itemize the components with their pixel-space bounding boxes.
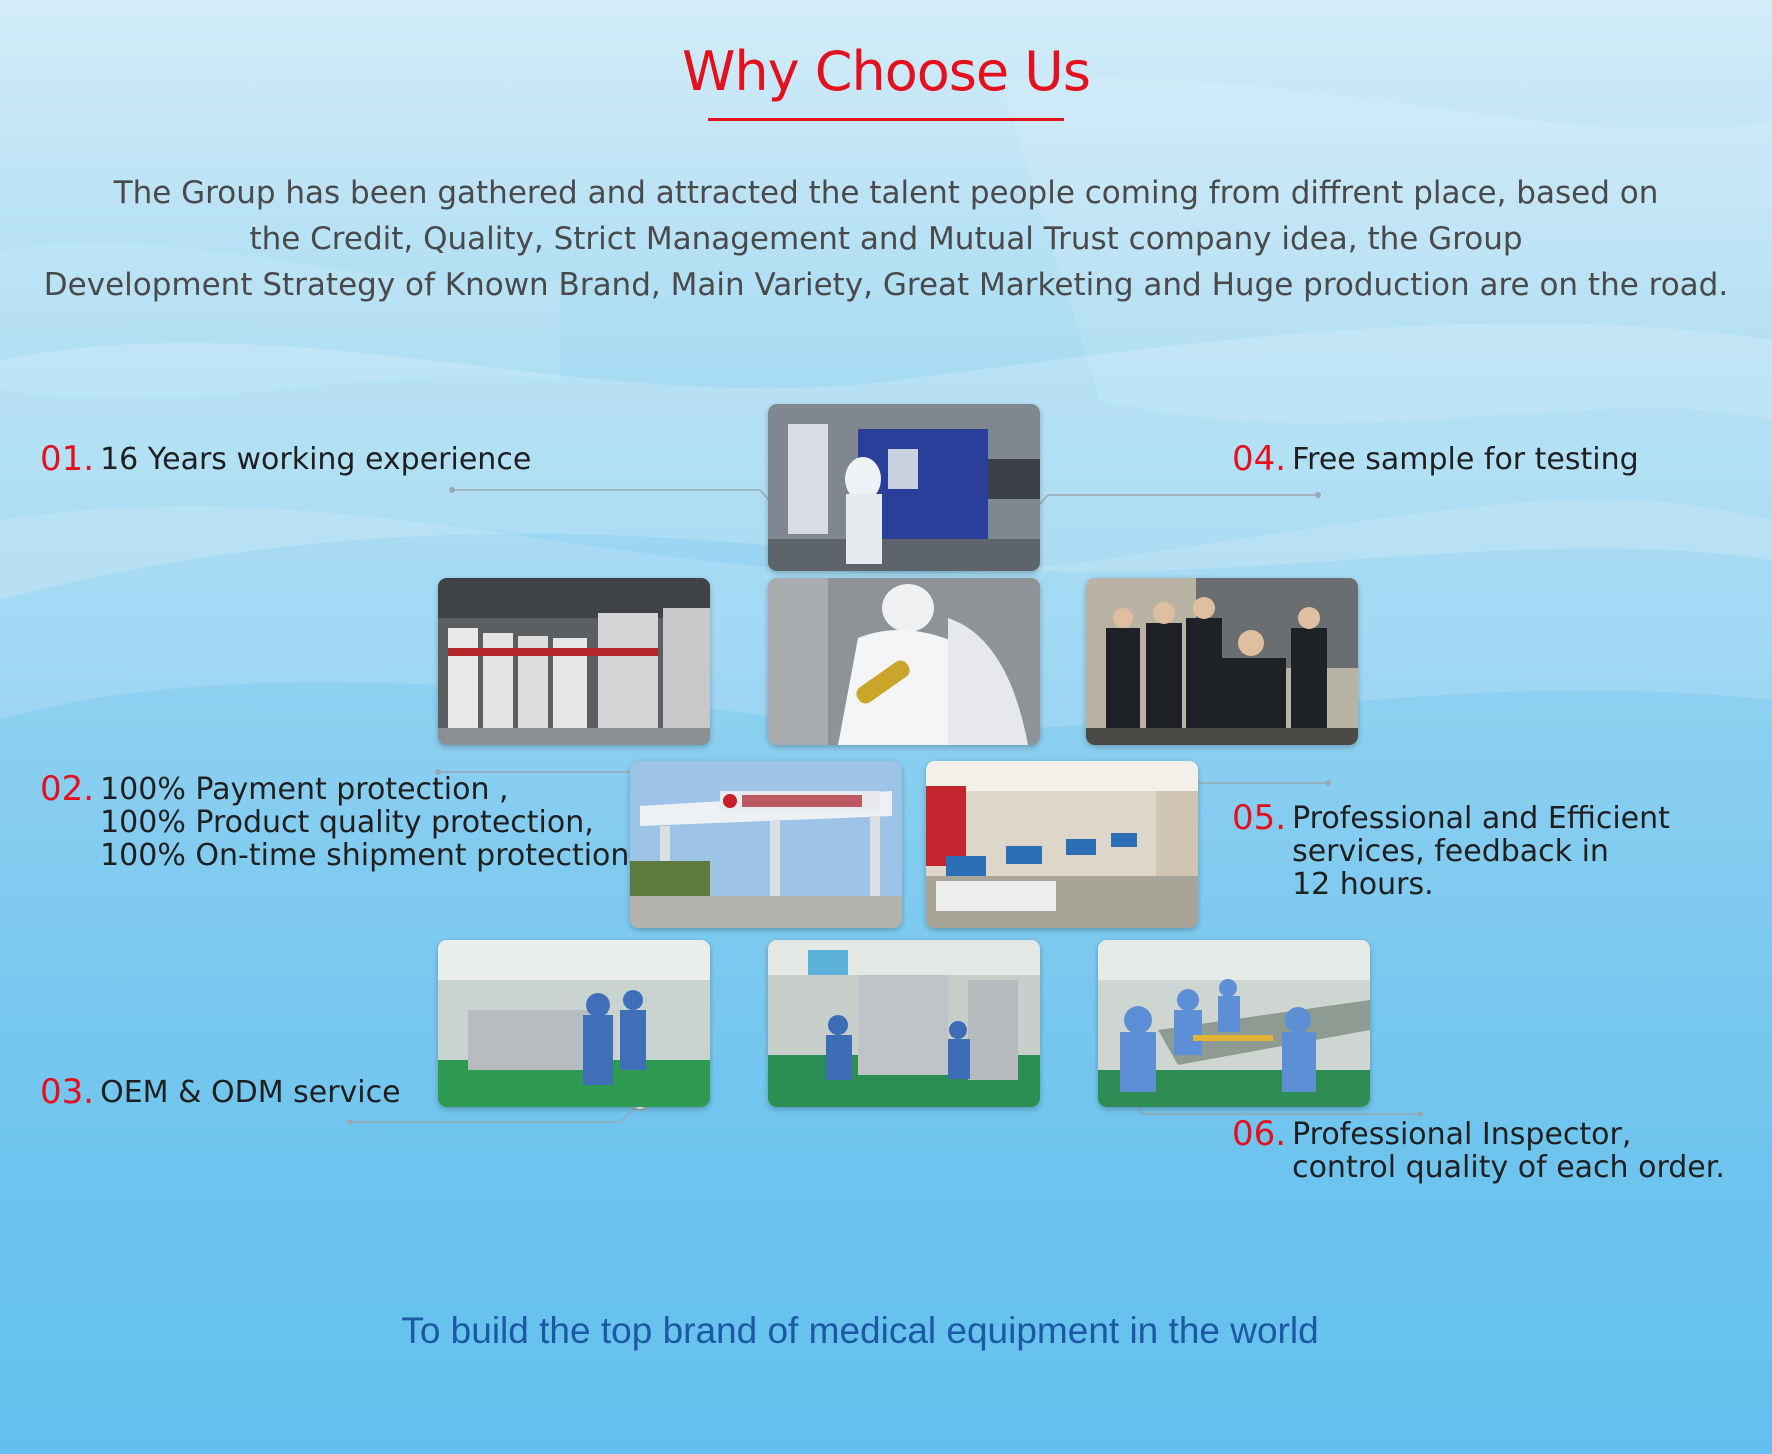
intro-line: Development Strategy of Known Brand, Mai… — [43, 267, 1729, 303]
feature-text: Professional and Efficient — [1292, 801, 1670, 836]
feature-04: 04.Free sample for testing — [1232, 442, 1639, 477]
feature-number: 01. — [40, 439, 95, 479]
feature-text: 100% On-time shipment protection — [100, 838, 630, 873]
feature-text: 100% Product quality protection, — [100, 805, 594, 840]
page-title: Why Choose Us — [682, 40, 1091, 103]
feature-text: services, feedback in — [1292, 834, 1609, 869]
feature-text: 12 hours. — [1292, 867, 1434, 902]
injection-molding-machine-photo — [768, 404, 1040, 571]
office-workspace-photo — [926, 761, 1198, 928]
slogan: To build the top brand of medical equipm… — [401, 1310, 1319, 1351]
feature-text: OEM & ODM service — [100, 1075, 401, 1110]
packaging-machines-photo — [768, 940, 1040, 1107]
title-underline — [708, 118, 1064, 121]
feature-text: Free sample for testing — [1292, 442, 1639, 477]
feature-01: 01.16 Years working experience — [40, 442, 532, 477]
feature-02: 02. 100% Payment protection , 100% Produ… — [40, 772, 630, 873]
assembly-line-photo — [1098, 940, 1370, 1107]
feature-text: control quality of each order. — [1292, 1150, 1725, 1185]
feature-number: 06. — [1232, 1114, 1287, 1154]
feature-number: 05. — [1232, 798, 1287, 838]
intro-paragraph: The Group has been gathered and attracte… — [30, 170, 1742, 308]
lab-worker-photo — [768, 578, 1040, 745]
feature-number: 04. — [1232, 439, 1287, 479]
feature-number: 03. — [40, 1072, 95, 1112]
cleanroom-production-photo — [438, 940, 710, 1107]
feature-text: 100% Payment protection , — [100, 772, 509, 807]
feature-05: 05. Professional and Efficient services,… — [1232, 801, 1670, 902]
intro-line: The Group has been gathered and attracte… — [113, 175, 1659, 211]
feature-06: 06. Professional Inspector, control qual… — [1232, 1117, 1725, 1185]
company-gate-photo — [630, 761, 902, 928]
printing-machines-photo — [438, 578, 710, 745]
feature-text: 16 Years working experience — [100, 442, 532, 477]
feature-number: 02. — [40, 769, 95, 809]
intro-line: the Credit, Quality, Strict Management a… — [249, 221, 1523, 257]
management-team-photo — [1086, 578, 1358, 745]
feature-text: Professional Inspector, — [1292, 1117, 1632, 1152]
feature-03: 03.OEM & ODM service — [40, 1075, 401, 1110]
